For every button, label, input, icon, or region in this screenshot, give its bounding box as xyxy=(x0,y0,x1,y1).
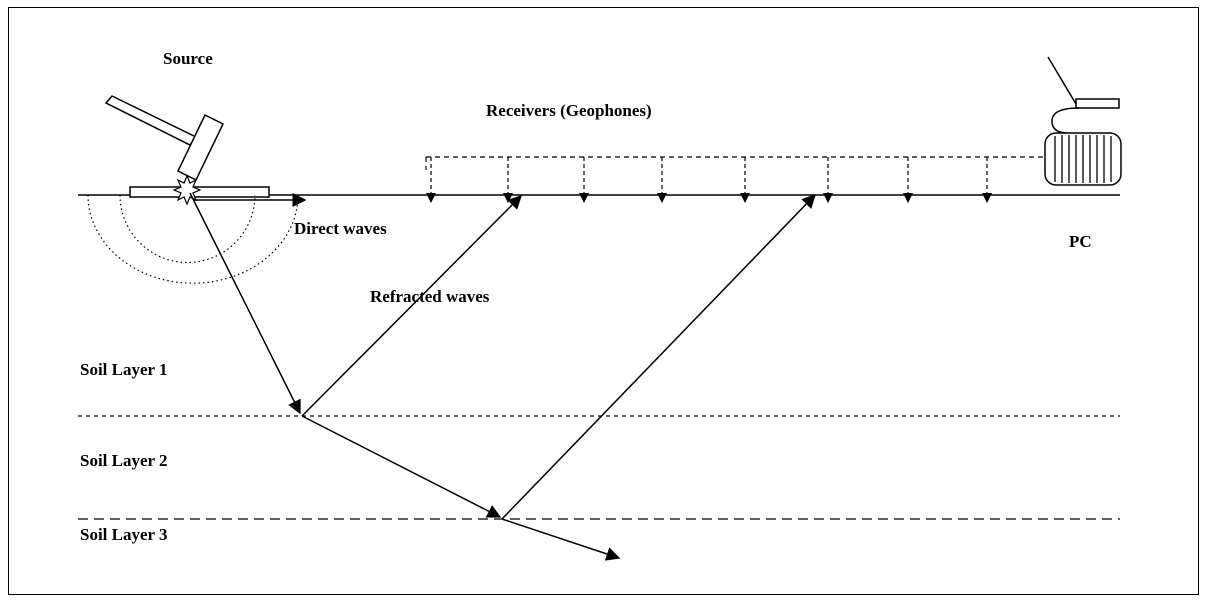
receivers-label: Receivers (Geophones) xyxy=(486,101,652,120)
soil-layer-3-label: Soil Layer 3 xyxy=(80,525,168,544)
refracted-waves-label: Refracted waves xyxy=(370,287,490,306)
pc-label: PC xyxy=(1069,232,1092,251)
pc-icon xyxy=(1044,56,1122,186)
impact-burst-icon xyxy=(172,174,202,206)
hammer-icon xyxy=(104,95,224,182)
soil-layer-2-label: Soil Layer 2 xyxy=(80,451,168,470)
direct-waves-label: Direct waves xyxy=(294,219,387,238)
transmitted-ray xyxy=(501,518,621,561)
striker-plate xyxy=(129,186,270,198)
wave-front-outer xyxy=(87,194,299,284)
soil-layer-1-label: Soil Layer 1 xyxy=(80,360,168,379)
source-label: Source xyxy=(163,49,213,68)
incident-ray-1 xyxy=(189,192,301,415)
geophone-cable xyxy=(425,156,1045,170)
refracted-ray-1-up xyxy=(301,195,522,417)
wave-front-inner xyxy=(119,194,256,264)
diagram-frame xyxy=(8,7,1199,595)
refracted-ray-2-up xyxy=(501,193,816,520)
incident-ray-2 xyxy=(301,415,502,518)
